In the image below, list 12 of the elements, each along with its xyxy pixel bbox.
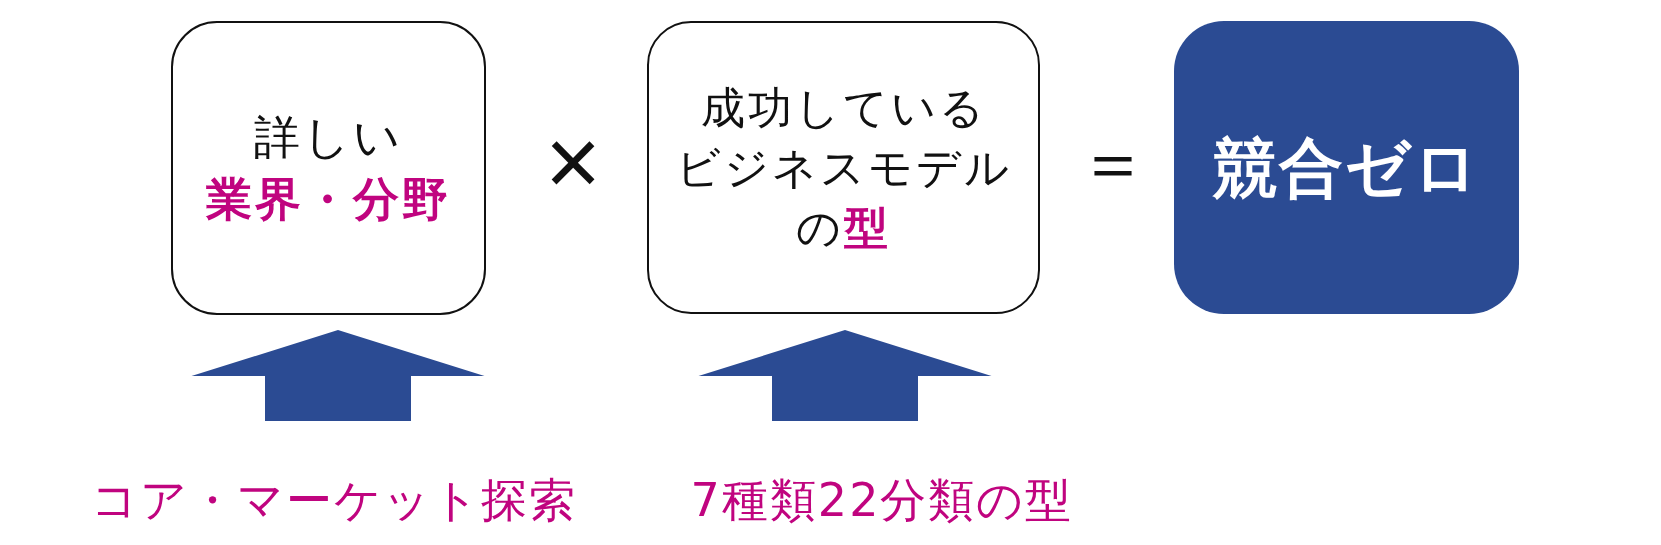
block-arrow	[698, 330, 992, 421]
equals-sign: ＝	[1077, 126, 1149, 198]
box-text: 競合ゼロ	[1212, 129, 1481, 206]
block-arrow	[191, 330, 485, 421]
filled-rounded-box	[1174, 21, 1519, 314]
multiplication-sign: ×	[544, 114, 602, 210]
caption-text: コア・マーケット探索	[91, 473, 577, 527]
caption-text: 7種類22分類の型	[690, 473, 1074, 527]
box-text: 詳しい業界・分野	[206, 109, 451, 228]
rounded-box	[171, 21, 486, 315]
box-text: 成功しているビジネスモデルの型	[675, 80, 1012, 255]
rounded-box	[647, 21, 1040, 314]
